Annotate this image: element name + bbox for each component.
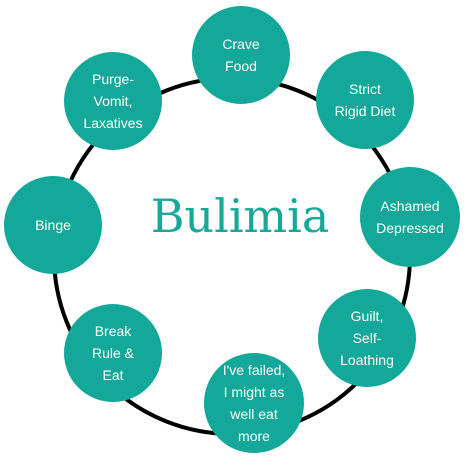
node-label-line: I might as	[224, 384, 285, 400]
node-label-line: Depressed	[376, 220, 444, 236]
node-circle	[64, 52, 162, 150]
cycle-node-purge-vomit-laxatives: Purge- Vomit, Laxatives	[64, 52, 162, 150]
node-label-line: Vomit,	[94, 93, 133, 109]
diagram-title: Bulimia	[151, 189, 330, 243]
node-circle	[4, 176, 102, 274]
node-label-line: Rule &	[92, 345, 135, 361]
cycle-node-ive-failed: I've failed, I might as well eat more	[204, 353, 304, 453]
node-label-line: Purge-	[92, 71, 134, 87]
cycle-node-binge: Binge	[4, 176, 102, 274]
node-label-line: Crave	[222, 36, 260, 52]
node-label-line: Break	[95, 323, 133, 339]
node-label-line: Loathing	[340, 352, 394, 368]
node-circle	[360, 167, 460, 267]
node-label-line: Food	[225, 58, 257, 74]
node-circle	[64, 304, 162, 402]
node-label-line: Binge	[35, 217, 71, 233]
node-circle	[192, 6, 290, 104]
node-label-line: Eat	[102, 367, 123, 383]
node-label-line: Strict	[349, 81, 381, 97]
node-label-line: Rigid Diet	[335, 103, 396, 119]
node-circle	[316, 51, 414, 149]
node-label-line: more	[238, 428, 270, 444]
node-label-line: Ashamed	[380, 198, 439, 214]
node-circle	[204, 353, 304, 453]
cycle-node-guilt-self-loathing: Guilt, Self- Loathing	[318, 289, 416, 387]
node-label-line: Guilt,	[351, 308, 384, 324]
node-label-line: I've failed,	[223, 362, 286, 378]
node-circle	[318, 289, 416, 387]
node-label-line: well eat	[229, 406, 278, 422]
node-label-line: Self-	[353, 330, 382, 346]
node-label-line: Laxatives	[83, 115, 142, 131]
